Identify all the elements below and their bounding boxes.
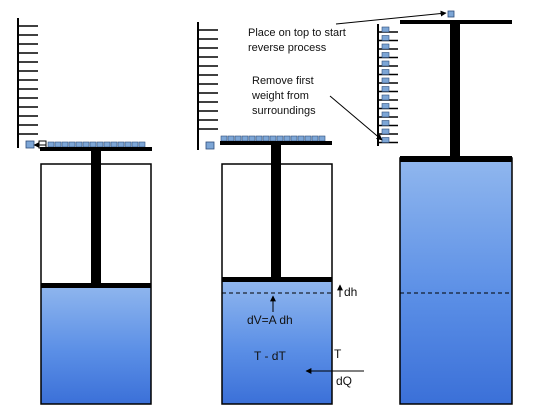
panel-3-shelf-weight — [381, 86, 390, 92]
panel-1-piston-rod — [91, 151, 101, 283]
panel-2-weight — [220, 135, 228, 142]
panel-3-shelf-stand — [377, 24, 398, 146]
remove-first-line-2: weight from — [251, 90, 309, 102]
panel-2-weight — [304, 135, 312, 142]
place-on-top-line-1: Place on top to start — [248, 27, 346, 39]
panel-1-weight — [131, 141, 139, 148]
panel-2-shelf-weight — [205, 141, 215, 150]
panel-1-top-plate — [40, 147, 152, 151]
remove-first-arrow — [329, 95, 383, 141]
panel-3-top-weight — [447, 10, 455, 18]
panel-1-initial-state — [17, 18, 152, 405]
panel-1-shelf-stand — [17, 18, 38, 148]
panel-1-weight — [124, 141, 132, 148]
panel-2-top-plate — [220, 141, 332, 145]
dh-label: dh — [344, 285, 357, 299]
panel-1-weight — [68, 141, 76, 148]
dv-label: dV=A dh — [247, 313, 293, 327]
panel-3-piston-rod — [450, 24, 460, 158]
panel-3-shelf-weight — [381, 120, 390, 126]
panel-2-piston-rod — [271, 145, 281, 279]
panel-2-weight — [234, 135, 242, 142]
place-on-top-line-2: reverse process — [248, 42, 327, 54]
annotation-remove-first: Remove first weight from surroundings — [251, 75, 383, 141]
panel-1-weights-row — [47, 141, 146, 148]
panel-3-shelf-weight — [381, 60, 390, 67]
panel-1-weight — [117, 141, 125, 148]
panel-2-weight — [248, 135, 256, 142]
place-on-top-arrow — [335, 10, 447, 25]
panel-1-weight — [82, 141, 90, 148]
panel-2-weight — [283, 135, 291, 142]
panel-1-weight — [47, 141, 55, 148]
panel-2-weight — [262, 135, 270, 142]
temperature-reservoir-label: T — [334, 347, 342, 361]
panel-2-weight — [276, 135, 284, 142]
panel-3-shelf-weight — [381, 77, 390, 84]
panel-1-weight — [61, 141, 69, 148]
panel-1-shelf-weight — [25, 140, 35, 149]
panel-2-weight — [297, 135, 305, 142]
temperature-gas-label: T - dT — [254, 349, 286, 363]
panel-3-piston-head — [400, 156, 512, 162]
panel-1-weight — [96, 141, 104, 148]
panel-2-weight — [241, 135, 249, 142]
panel-1-weight — [103, 141, 111, 148]
panel-2-gas — [222, 282, 332, 404]
panel-3-top-plate — [400, 20, 512, 24]
panel-3-shelf-weight — [381, 69, 390, 75]
panel-2-weight — [227, 135, 235, 142]
panel-3-shelf-weight — [381, 94, 390, 101]
panel-2-shelf-stand — [197, 22, 218, 150]
panel-3-gas — [400, 162, 512, 404]
remove-first-line-1: Remove first — [252, 75, 314, 87]
panel-1-weight — [138, 141, 146, 148]
panel-3-shelf-weight — [381, 26, 390, 33]
panel-3-shelf-weight — [381, 111, 390, 118]
panel-1-shelves — [18, 25, 38, 135]
panel-3-shelf-weight — [381, 137, 390, 143]
panel-1-weight — [110, 141, 118, 148]
dq-label: dQ — [336, 374, 352, 388]
remove-first-line-3: surroundings — [252, 105, 316, 117]
panel-2-weight — [269, 135, 277, 142]
panel-1-weight — [75, 141, 83, 148]
panel-2-piston-head — [222, 277, 332, 282]
panel-2-weight — [318, 135, 326, 142]
panel-2-weight — [255, 135, 263, 142]
panel-3-shelf-weight — [381, 43, 390, 50]
panel-2-expanding-state: dh dV=A dh T - dT T dQ — [197, 22, 364, 405]
panel-1-weight — [54, 141, 62, 148]
annotation-place-on-top: Place on top to start reverse process — [248, 10, 447, 54]
panel-1-gas — [41, 286, 151, 404]
panel-2-weights-row — [220, 135, 326, 142]
panel-3-final-state — [377, 10, 513, 405]
panel-2-shelves — [198, 29, 218, 130]
panel-3-shelf-weight — [381, 103, 390, 109]
panel-1-weight — [89, 141, 97, 148]
panel-3-shelf-weight — [381, 35, 390, 41]
panel-3-shelf-weight — [381, 52, 390, 58]
panel-2-weight — [290, 135, 298, 142]
panel-2-weight — [311, 135, 319, 142]
panel-3-shelf-weight — [381, 128, 390, 135]
panel-1-piston-head — [41, 283, 151, 288]
panel-3-shelves — [378, 26, 398, 144]
